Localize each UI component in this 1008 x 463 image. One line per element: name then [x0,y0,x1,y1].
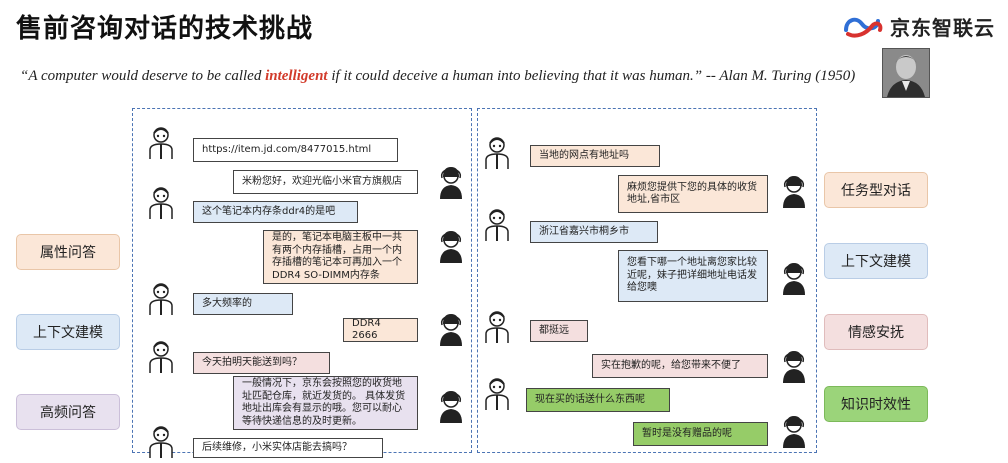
agent-avatar-icon [437,390,465,424]
cloud-logo-icon [844,17,883,38]
agent-avatar-icon [437,313,465,347]
customer-avatar-icon [483,377,511,411]
chat-bubble: 都挺远 [530,320,588,342]
chat-bubble: 一般情况下，京东会按照您的收货地址匹配仓库，就近发货的。 具体发货地址出库会有显… [233,376,418,430]
chat-bubble: 浙江省嘉兴市桐乡市 [530,221,658,243]
customer-avatar-icon [147,425,175,459]
chat-bubble: 实在抱歉的呢，给您带来不便了 [592,354,768,378]
tag-emotion-soothing: 情感安抚 [824,314,928,350]
agent-avatar-icon [437,230,465,264]
brand-name: 京东智联云 [890,15,995,40]
chat-bubble: 现在买的话送什么东西呢 [526,388,670,412]
chat-bubble: 这个笔记本内存条ddr4的是吧 [193,201,358,223]
tag-context-modeling-left: 上下文建模 [16,314,120,350]
agent-avatar-icon [780,175,808,209]
chat-bubble: 麻烦您提供下您的具体的收货地址,省市区 [618,175,768,213]
quote-text-before: “A computer would deserve to be called [20,68,266,84]
customer-avatar-icon [147,186,175,220]
tag-task-dialogue: 任务型对话 [824,172,928,208]
turing-quote: “A computer would deserve to be called i… [20,68,855,85]
chat-bubble: 您看下哪一个地址离您家比较近呢，妹子把详细地址电话发给您噢 [618,250,768,302]
tag-context-modeling-right: 上下文建模 [824,243,928,279]
customer-avatar-icon [147,282,175,316]
tag-knowledge-timeliness: 知识时效性 [824,386,928,422]
chat-bubble: 后续维修，小米实体店能去搞吗？ [193,438,383,458]
customer-avatar-icon [147,340,175,374]
customer-avatar-icon [483,136,511,170]
chat-bubble: 米粉您好，欢迎光临小米官方旗舰店 [233,170,418,194]
chat-bubble: 今天拍明天能送到吗？ [193,352,330,374]
tag-frequent-qa: 高频问答 [16,394,120,430]
chat-bubble: 多大频率的 [193,293,293,315]
tag-attribute-qa: 属性问答 [16,234,120,270]
customer-avatar-icon [147,126,175,160]
chat-bubble: 是的，笔记本电脑主板中一共有两个内存插槽，占用一个内存插槽的笔记本可再加入一个D… [263,230,418,284]
chat-bubble: 当地的网点有地址吗 [530,145,660,167]
page-title: 售前咨询对话的技术挑战 [16,14,314,44]
customer-avatar-icon [483,208,511,242]
agent-avatar-icon [780,262,808,296]
brand-logo: 京东智联云 [842,8,995,44]
agent-avatar-icon [437,166,465,200]
turing-portrait [882,48,930,98]
customer-avatar-icon [483,310,511,344]
quote-highlight: intelligent [265,68,328,84]
chat-bubble: DDR4 2666 [343,318,418,342]
quote-text-after: if it could deceive a human into believi… [327,68,856,84]
chat-bubble: https://item.jd.com/8477015.html [193,138,398,162]
agent-avatar-icon [780,415,808,449]
chat-bubble: 暂时是没有赠品的呢 [633,422,768,446]
agent-avatar-icon [780,350,808,384]
